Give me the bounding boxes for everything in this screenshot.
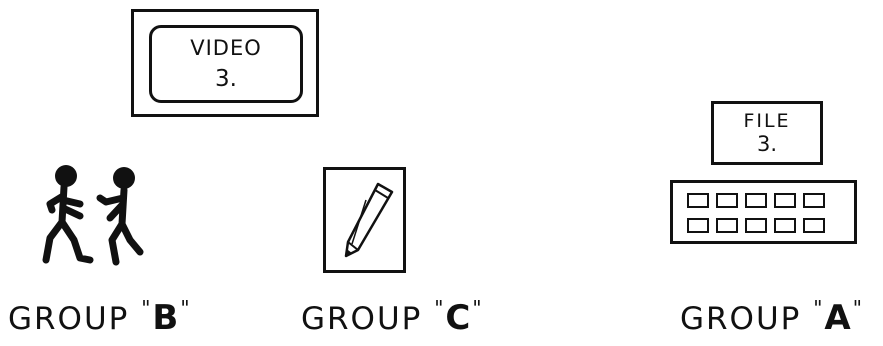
keyboard-key bbox=[803, 218, 825, 233]
video-monitor-screen: VIDEO 3. bbox=[149, 25, 303, 103]
group-letter: B bbox=[152, 298, 180, 338]
group-letter: C bbox=[445, 298, 472, 338]
group-word: GROUP bbox=[8, 301, 129, 337]
keyboard-key bbox=[803, 193, 825, 208]
group-word: GROUP bbox=[301, 301, 422, 337]
video-number: 3. bbox=[152, 66, 300, 92]
keyboard-key bbox=[774, 218, 796, 233]
group-label-c: GROUP "C" bbox=[301, 296, 484, 338]
file-number: 3. bbox=[714, 132, 820, 156]
file-title: FILE bbox=[714, 110, 820, 132]
file-card: FILE 3. bbox=[711, 101, 823, 165]
people-icon bbox=[40, 160, 150, 270]
keyboard bbox=[670, 180, 857, 244]
video-title: VIDEO bbox=[152, 36, 300, 60]
keyboard-key bbox=[716, 193, 738, 208]
pencil-icon bbox=[326, 170, 403, 270]
group-label-a: GROUP "A" bbox=[680, 296, 864, 338]
group-letter: A bbox=[824, 298, 852, 338]
keyboard-key bbox=[745, 218, 767, 233]
group-word: GROUP bbox=[680, 301, 801, 337]
group-label-b: GROUP "B" bbox=[8, 296, 192, 338]
keyboard-key bbox=[745, 193, 767, 208]
keyboard-key bbox=[687, 218, 709, 233]
keyboard-key bbox=[687, 193, 709, 208]
keyboard-key bbox=[774, 193, 796, 208]
keyboard-key bbox=[716, 218, 738, 233]
paper-sheet bbox=[323, 167, 406, 273]
keyboard-keys bbox=[687, 193, 825, 233]
